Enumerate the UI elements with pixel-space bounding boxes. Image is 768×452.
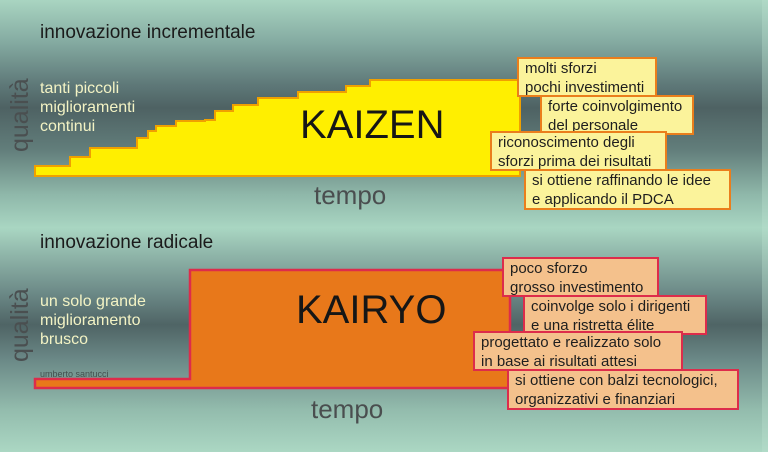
kaizen-label: KAIZEN — [300, 103, 445, 147]
kaizen-note-box: forte coinvolgimento del personale — [540, 95, 694, 135]
kaizen-note-box: riconoscimento degli sforzi prima dei ri… — [490, 131, 667, 171]
kaizen-note-box: molti sforzi pochi investimenti — [517, 57, 657, 97]
kairyo-label: KAIRYO — [296, 288, 447, 332]
kaizen-y-axis-label: qualità — [6, 78, 34, 152]
kaizen-staircase-shape — [34, 79, 521, 177]
kaizen-description: tanti piccoli miglioramenti continui — [40, 80, 136, 135]
kairyo-description: un solo grande miglioramento brusco — [40, 293, 146, 348]
kaizen-section-title: innovazione incrementale — [40, 22, 256, 43]
kairyo-section-title: innovazione radicale — [40, 232, 214, 253]
kairyo-x-axis-label: tempo — [311, 394, 384, 424]
kairyo-note-box: si ottiene con balzi tecnologici, organi… — [507, 369, 739, 410]
background-edge-strip — [762, 0, 768, 452]
kairyo-note-box: coinvolge solo i dirigenti e una ristret… — [523, 295, 707, 335]
kaizen-x-axis-label: tempo — [314, 180, 387, 210]
author-credit: umberto santucci — [40, 369, 109, 379]
kairyo-note-box: poco sforzo grosso investimento — [502, 257, 659, 297]
kaizen-note-box: si ottiene raffinando le idee e applican… — [524, 169, 731, 210]
kairyo-note-box: progettato e realizzato solo in base ai … — [473, 331, 683, 371]
kairyo-y-axis-label: qualità — [6, 288, 34, 362]
